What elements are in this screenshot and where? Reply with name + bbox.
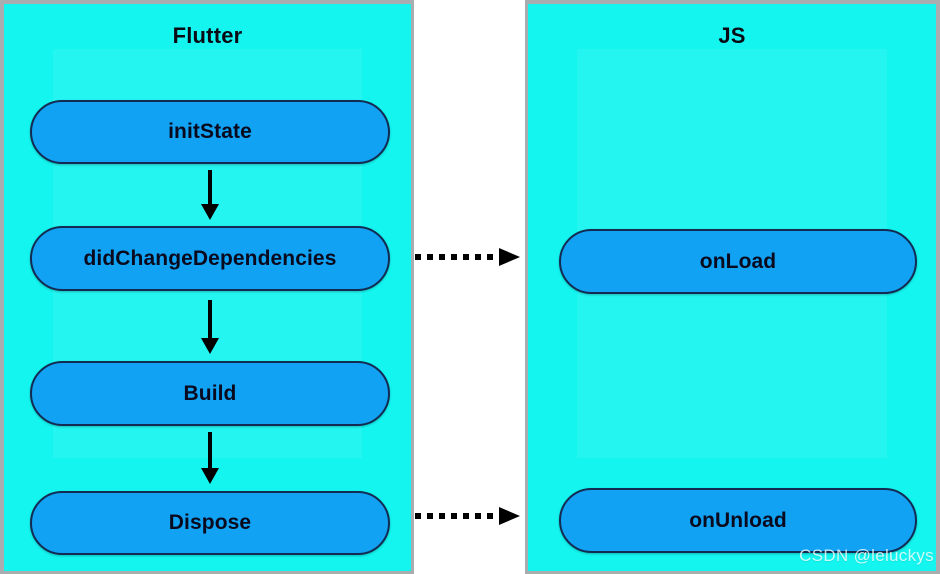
panel-js-title: JS [718,23,746,48]
node-didchangedependencies[interactable]: didChangeDependencies [30,226,390,291]
arrow-head-down-icon [201,338,219,354]
node-initstate[interactable]: initState [30,100,390,164]
cross-arrow-didchangedependencies-to-onload [415,248,523,266]
arrow-head-right-icon [499,507,520,525]
panel-flutter-title: Flutter [172,23,243,48]
node-didchangedependencies-label: didChangeDependencies [83,246,337,270]
node-initstate-label: initState [168,120,252,143]
arrow-shaft [208,300,212,338]
panel-js: JS onLoad onUnload [525,0,940,574]
arrow-dotted-shaft [415,513,501,519]
node-build-label: Build [183,381,237,405]
arrow-head-right-icon [499,248,520,266]
node-onunload-label: onUnload [689,508,787,532]
node-build[interactable]: Build [30,361,390,426]
arrow-head-down-icon [201,468,219,484]
arrow-shaft [208,170,212,204]
node-dispose-label: Dispose [168,511,252,534]
arrow-initstate-to-didchangedependencies [201,170,219,220]
node-onload-label: onLoad [699,249,777,273]
arrow-head-down-icon [201,204,219,220]
arrow-didchangedependencies-to-build [201,300,219,354]
cross-arrow-dispose-to-onunload [415,507,523,525]
node-onload[interactable]: onLoad [559,229,917,294]
arrow-build-to-dispose [201,432,219,484]
watermark: CSDN @leluckys [799,546,934,565]
panel-flutter: Flutter initState didChangeDependencies … [0,0,414,574]
arrow-dotted-shaft [415,254,501,260]
node-dispose[interactable]: Dispose [30,491,390,555]
node-onunload[interactable]: onUnload [559,488,917,553]
arrow-shaft [208,432,212,468]
